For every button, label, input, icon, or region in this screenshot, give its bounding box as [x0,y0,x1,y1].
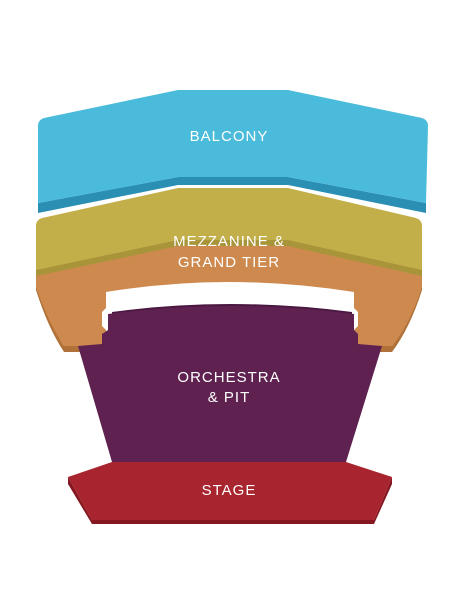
stage-label: STAGE [202,482,257,499]
mezzanine-shade [36,240,422,276]
balcony-shape [38,90,428,203]
section-grand-tier[interactable] [36,234,422,352]
mezzanine-label-line2: GRAND TIER [178,254,280,271]
stage-shape [68,462,392,520]
mezzanine-shape [36,188,422,270]
section-orchestra[interactable]: ORCHESTRA & PIT [78,304,382,462]
grand-tier-shape [36,234,422,346]
balcony-shade [38,177,426,213]
section-stage[interactable]: STAGE [68,462,392,524]
mezzanine-label-line1: MEZZANINE & [173,233,285,250]
balcony-label: BALCONY [190,128,269,145]
orchestra-label-line1: ORCHESTRA [177,369,280,386]
orchestra-shape [78,306,382,462]
section-balcony[interactable]: BALCONY [38,90,428,213]
section-mezzanine[interactable]: MEZZANINE & GRAND TIER [36,188,422,276]
orchestra-label-line2: & PIT [208,389,251,406]
